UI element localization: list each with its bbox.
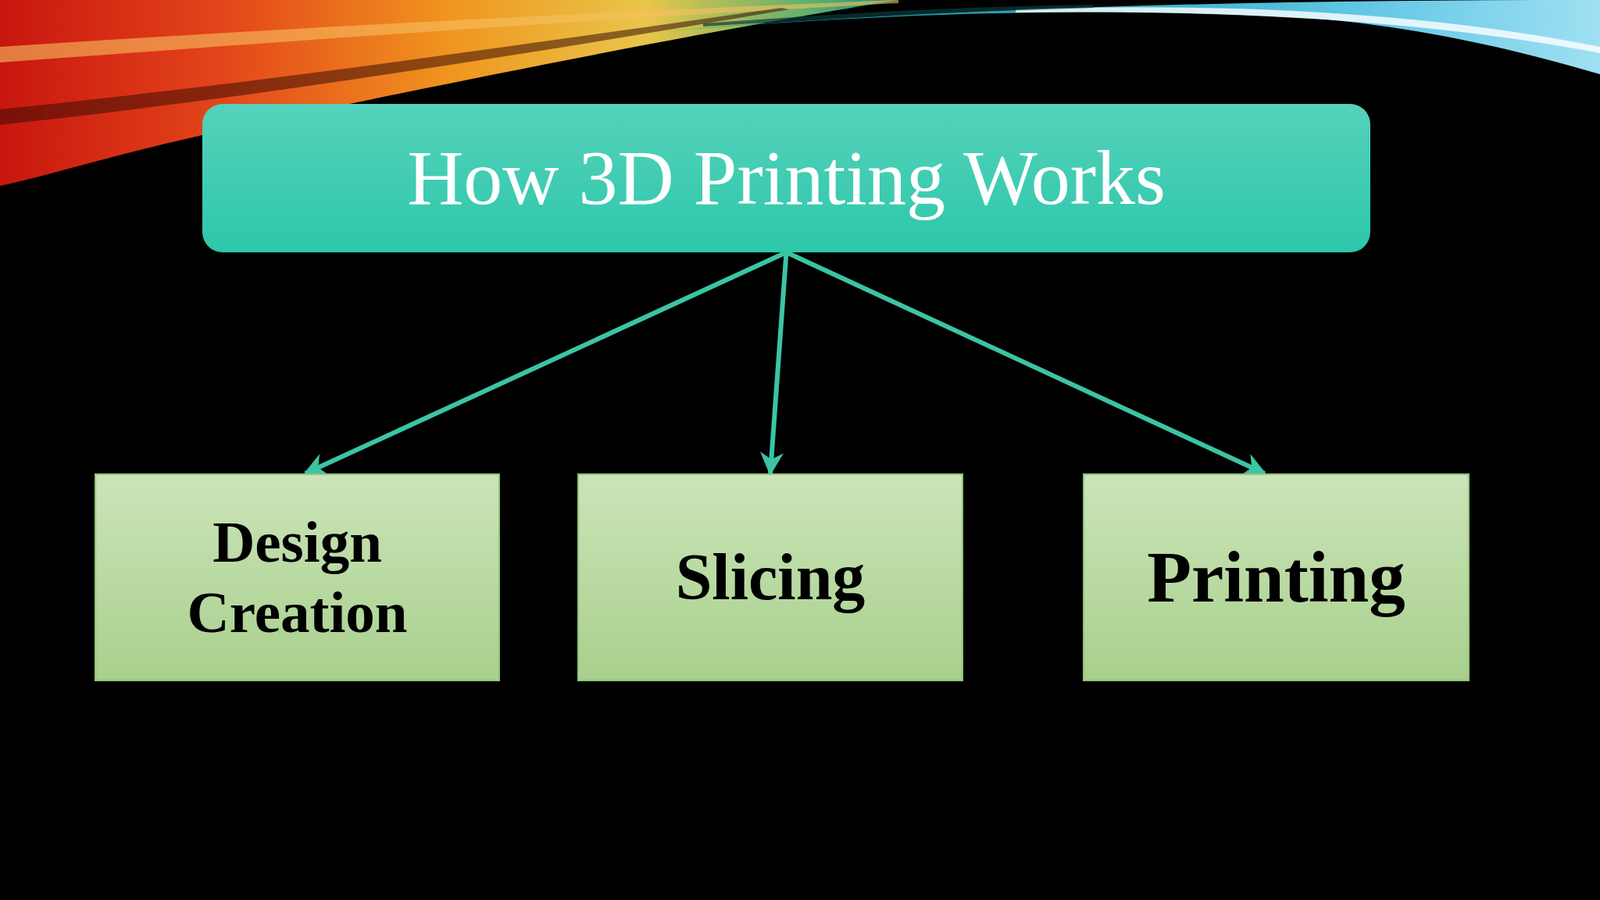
connector-arrow <box>770 252 787 474</box>
step-label: Slicing <box>675 538 866 618</box>
swoosh-streak <box>0 0 899 63</box>
step-label: Design Creation <box>108 507 486 648</box>
swoosh-streak <box>703 4 1094 27</box>
cool-swoosh <box>664 0 1600 75</box>
connector-arrow <box>786 252 1265 474</box>
title-box: How 3D Printing Works <box>202 103 1371 253</box>
title-text: How 3D Printing Works <box>407 135 1166 222</box>
step-label: Printing <box>1146 533 1406 622</box>
process-box: Slicing <box>577 473 964 682</box>
connector-arrow <box>305 252 787 474</box>
swoosh-streak <box>1015 7 1600 54</box>
process-box: Printing <box>1082 473 1470 682</box>
process-box: Design Creation <box>94 473 500 682</box>
